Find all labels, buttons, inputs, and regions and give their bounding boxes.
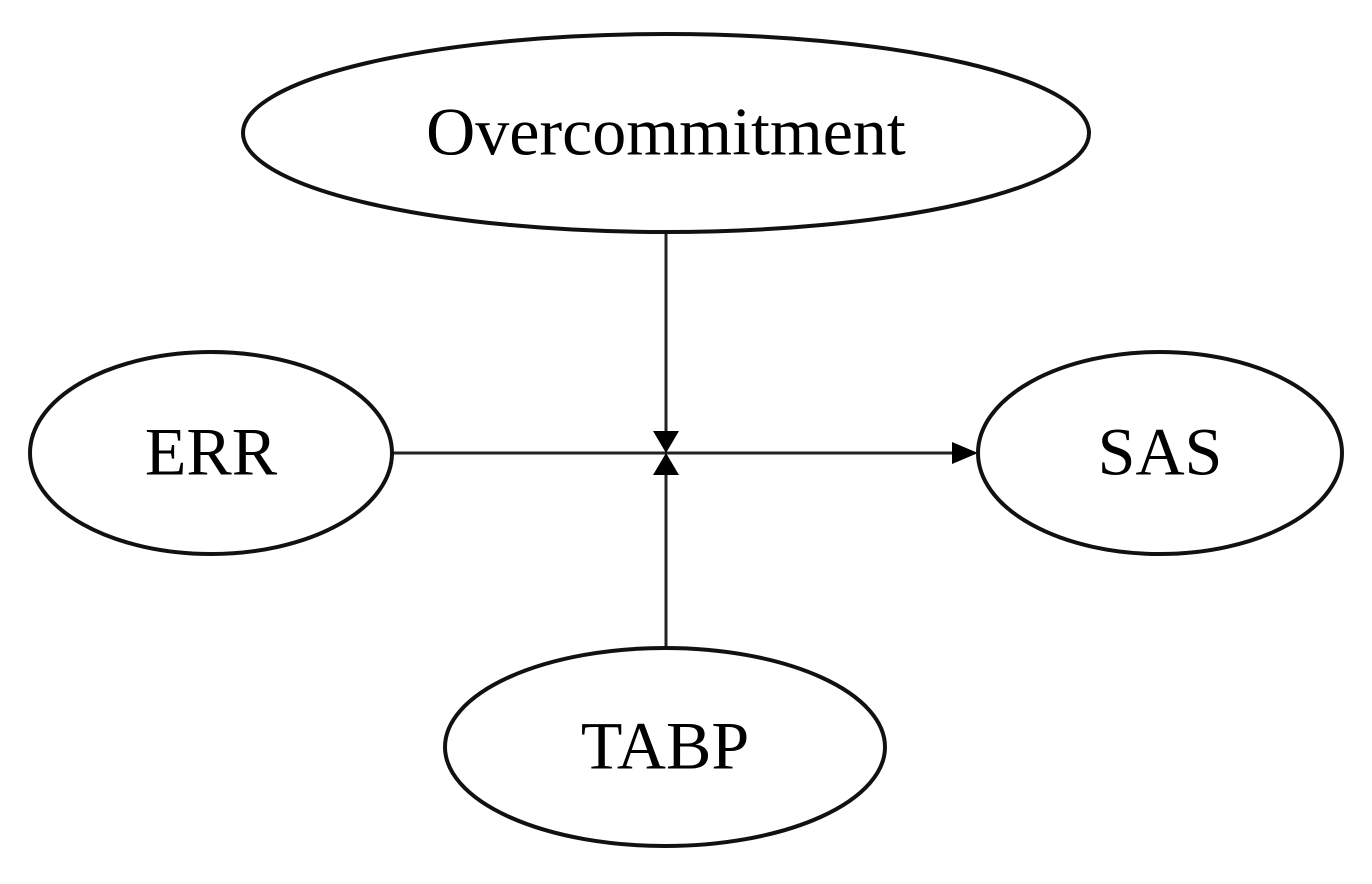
node-err-shape [28,350,394,556]
edge-err-to-sas[interactable] [392,442,978,464]
node-tabp-shape [443,646,887,848]
node-sas-label: SAS [1098,414,1223,490]
edge-tabp-to-path[interactable] [653,453,679,650]
node-sas[interactable]: SAS [976,350,1344,556]
arrowhead-into-sas-icon [952,442,978,464]
node-tabp[interactable]: TABP [443,646,887,848]
arrowhead-down-into-path-icon [653,431,679,453]
node-overcommitment-shape [241,32,1091,234]
node-overcommitment-label: Overcommitment [426,94,906,170]
node-sas-shape [976,350,1344,556]
node-overcommitment[interactable]: Overcommitment [241,32,1091,234]
edge-overcommitment-to-path[interactable] [653,232,679,453]
node-err[interactable]: ERR [28,350,394,556]
node-tabp-label: TABP [581,708,749,784]
arrowhead-up-into-path-icon [653,453,679,475]
node-err-label: ERR [145,414,278,490]
